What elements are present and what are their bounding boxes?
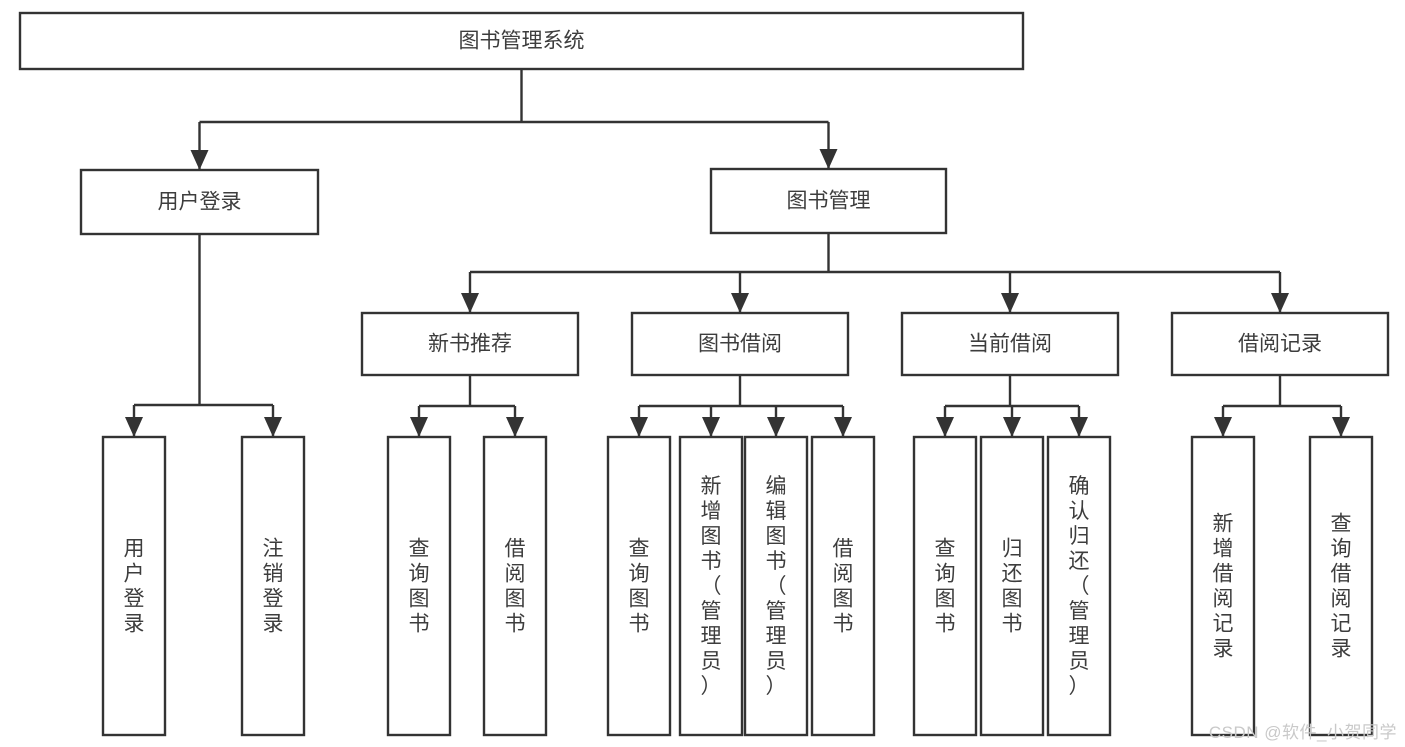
arrow-head-icon: [1003, 417, 1021, 437]
node-new-book-recommend[interactable]: 新书推荐: [360, 311, 580, 377]
arrow-head-icon: [264, 417, 282, 437]
node-label-new-book-recommend: 新书推荐: [428, 333, 512, 356]
node-leaf-user-login[interactable]: 用户登录: [101, 435, 167, 737]
node-leaf-borrow-book-1[interactable]: 借阅图书: [482, 435, 548, 737]
node-label-leaf-confirm-return: 确认归还（管理员）: [1069, 475, 1090, 698]
node-box-leaf-edit-book: [743, 435, 809, 737]
node-label-leaf-query-book-1: 查询图书: [409, 538, 430, 636]
node-label-leaf-user-login: 用户登录: [124, 538, 145, 636]
arrow-head-icon: [506, 417, 524, 437]
node-box-current-borrow: [900, 311, 1120, 377]
arrow-head-icon: [1001, 293, 1019, 313]
arrow-head-icon: [702, 417, 720, 437]
node-box-new-book-recommend: [360, 311, 580, 377]
node-leaf-add-book[interactable]: 新增图书（管理员）: [678, 435, 744, 737]
node-label-current-borrow: 当前借阅: [968, 333, 1052, 356]
node-borrow-record[interactable]: 借阅记录: [1170, 311, 1390, 377]
watermark-text: CSDN @软件_小贺同学: [1208, 723, 1397, 742]
node-label-root: 图书管理系统: [459, 30, 585, 53]
node-label-leaf-query-book-3: 查询图书: [935, 538, 956, 636]
node-leaf-query-book-3[interactable]: 查询图书: [912, 435, 978, 737]
node-label-leaf-borrow-book-1: 借阅图书: [505, 538, 526, 636]
node-book-manage[interactable]: 图书管理: [709, 167, 948, 235]
arrow-head-icon: [1271, 293, 1289, 313]
node-user-login[interactable]: 用户登录: [79, 168, 320, 236]
node-box-borrow-record: [1170, 311, 1390, 377]
node-box-leaf-user-login: [101, 435, 167, 737]
node-box-leaf-query-book-1: [386, 435, 452, 737]
node-label-leaf-query-record: 查询借阅记录: [1331, 513, 1352, 661]
node-box-leaf-query-book-3: [912, 435, 978, 737]
node-current-borrow[interactable]: 当前借阅: [900, 311, 1120, 377]
node-box-leaf-borrow-book-1: [482, 435, 548, 737]
node-root[interactable]: 图书管理系统: [18, 11, 1025, 71]
node-leaf-query-record[interactable]: 查询借阅记录: [1308, 435, 1374, 737]
node-box-book-manage: [709, 167, 948, 235]
node-box-book-borrow: [630, 311, 850, 377]
connectors-layer: [125, 69, 1350, 437]
node-label-leaf-borrow-book-2: 借阅图书: [833, 538, 854, 636]
node-box-leaf-borrow-book-2: [810, 435, 876, 737]
node-leaf-logout[interactable]: 注销登录: [240, 435, 306, 737]
node-box-leaf-logout: [240, 435, 306, 737]
node-label-user-login: 用户登录: [158, 191, 242, 214]
node-label-book-manage: 图书管理: [787, 190, 871, 213]
node-label-book-borrow: 图书借阅: [698, 333, 782, 356]
node-label-borrow-record: 借阅记录: [1238, 333, 1322, 356]
arrow-head-icon: [630, 417, 648, 437]
arrow-head-icon: [819, 149, 838, 169]
node-label-leaf-edit-book: 编辑图书（管理员）: [766, 475, 787, 698]
node-leaf-borrow-book-2[interactable]: 借阅图书: [810, 435, 876, 737]
node-leaf-return-book[interactable]: 归还图书: [979, 435, 1045, 737]
arrow-head-icon: [1214, 417, 1232, 437]
arrow-head-icon: [731, 293, 749, 313]
node-book-borrow[interactable]: 图书借阅: [630, 311, 850, 377]
node-box-leaf-query-record: [1308, 435, 1374, 737]
node-leaf-confirm-return[interactable]: 确认归还（管理员）: [1046, 435, 1112, 737]
node-label-leaf-add-book: 新增图书（管理员）: [701, 475, 722, 698]
arrow-head-icon: [1332, 417, 1350, 437]
arrow-head-icon: [190, 150, 209, 170]
arrow-head-icon: [936, 417, 954, 437]
node-box-leaf-return-book: [979, 435, 1045, 737]
node-label-leaf-query-book-2: 查询图书: [629, 538, 650, 636]
node-box-leaf-add-record: [1190, 435, 1256, 737]
arrow-head-icon: [767, 417, 785, 437]
arrow-head-icon: [461, 293, 479, 313]
arrow-head-icon: [834, 417, 852, 437]
node-leaf-edit-book[interactable]: 编辑图书（管理员）: [743, 435, 809, 737]
arrow-head-icon: [125, 417, 143, 437]
node-leaf-query-book-1[interactable]: 查询图书: [386, 435, 452, 737]
nodes-layer: 图书管理系统用户登录图书管理新书推荐图书借阅当前借阅借阅记录用户登录注销登录查询…: [18, 11, 1390, 737]
node-label-leaf-return-book: 归还图书: [1002, 538, 1023, 636]
arrow-head-icon: [410, 417, 428, 437]
node-box-root: [18, 11, 1025, 71]
node-label-leaf-add-record: 新增借阅记录: [1213, 513, 1234, 661]
node-box-leaf-add-book: [678, 435, 744, 737]
node-label-leaf-logout: 注销登录: [263, 538, 284, 636]
node-box-leaf-query-book-2: [606, 435, 672, 737]
node-box-user-login: [79, 168, 320, 236]
node-leaf-add-record[interactable]: 新增借阅记录: [1190, 435, 1256, 737]
arrow-head-icon: [1070, 417, 1088, 437]
node-leaf-query-book-2[interactable]: 查询图书: [606, 435, 672, 737]
node-box-leaf-confirm-return: [1046, 435, 1112, 737]
